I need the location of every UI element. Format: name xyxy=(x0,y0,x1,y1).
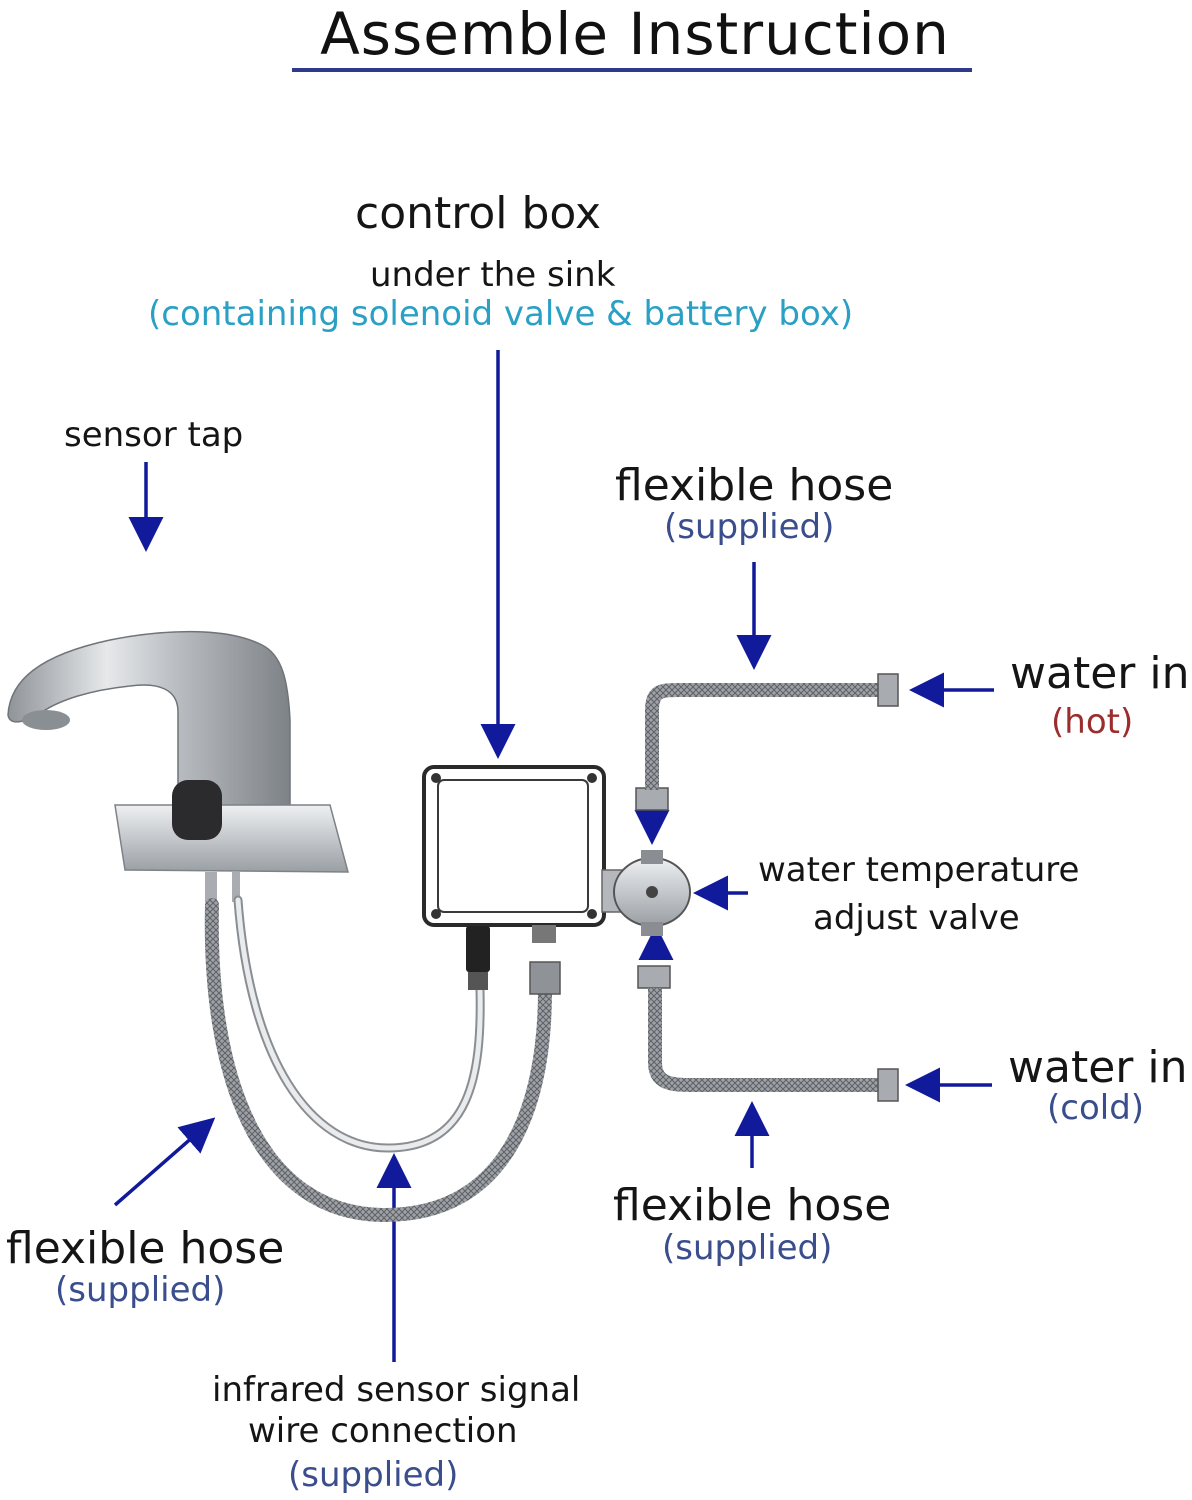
flexible-hose-right-label: flexible hose xyxy=(613,1180,892,1231)
sensor-wire xyxy=(233,895,485,1153)
sensor-faucet xyxy=(7,630,349,902)
left-braided-hose xyxy=(204,898,552,1223)
infrared-label-supplied: (supplied) xyxy=(288,1455,459,1495)
under-sink-label: under the sink xyxy=(370,255,616,295)
containing-label: (containing solenoid valve & battery box… xyxy=(148,294,854,334)
flexible-hose-top-supplied: (supplied) xyxy=(664,507,835,547)
arrow-flex-hose-left xyxy=(113,1117,216,1207)
flexible-hose-left-label: flexible hose xyxy=(6,1223,285,1274)
water-in-hot-label: water in xyxy=(1010,648,1190,699)
mixing-valve xyxy=(601,787,691,989)
flexible-hose-top-label: flexible hose xyxy=(615,460,894,511)
flexible-hose-right-supplied: (supplied) xyxy=(662,1228,833,1268)
page-title: Assemble Instruction xyxy=(320,0,950,68)
water-in-cold-sub: (cold) xyxy=(1047,1088,1145,1128)
hot-braided-hose xyxy=(645,683,878,790)
cold-braided-hose xyxy=(648,988,878,1092)
sensor-tap-label: sensor tap xyxy=(64,415,244,455)
infrared-label-line1: infrared sensor signal xyxy=(212,1370,581,1410)
flexible-hose-left-supplied: (supplied) xyxy=(55,1270,226,1310)
water-in-hot-sub: (hot) xyxy=(1051,702,1134,742)
control-box xyxy=(422,765,606,995)
control-box-label: control box xyxy=(355,188,602,239)
arrows xyxy=(113,350,994,1362)
temp-valve-label-line1: water temperature xyxy=(758,850,1080,890)
temp-valve-label-line2: adjust valve xyxy=(813,898,1020,938)
water-in-cold-label: water in xyxy=(1008,1042,1188,1093)
title-underline xyxy=(292,68,972,72)
infrared-label-line2: wire connection xyxy=(248,1411,518,1451)
